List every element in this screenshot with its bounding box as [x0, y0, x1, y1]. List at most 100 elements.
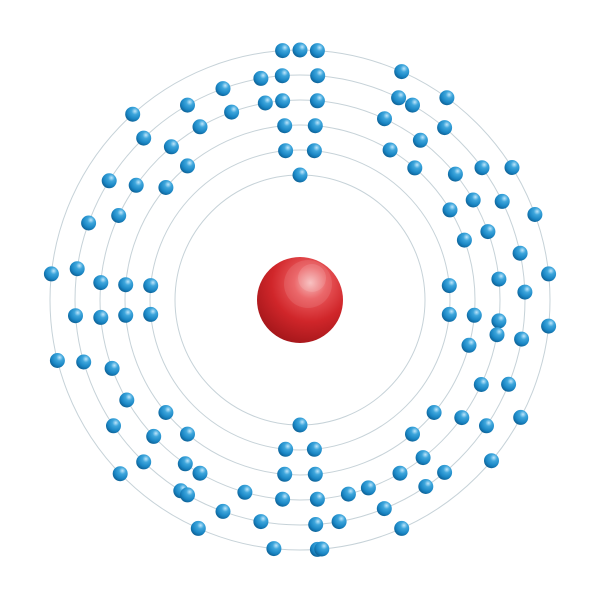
electron-shell-4-28 — [257, 95, 273, 111]
electron-shell-4-4 — [412, 132, 428, 148]
electron-shell-4-18 — [146, 428, 162, 444]
electron-shell-6-8 — [541, 318, 557, 334]
electron-shell-6-18 — [125, 106, 141, 122]
electrons — [43, 42, 557, 557]
electron-shell-5-15 — [308, 517, 324, 532]
electron-shell-5-19 — [136, 454, 152, 470]
nucleus — [257, 257, 343, 343]
electron-shell-5-8 — [517, 284, 533, 300]
electron-shell-5-2 — [310, 68, 326, 84]
electron-shell-4-30 — [192, 465, 208, 481]
electron-shell-5-13 — [376, 501, 392, 517]
electron-shell-2-2 — [306, 143, 322, 159]
electron-shell-3-16 — [118, 277, 134, 293]
electron-shell-3-3 — [382, 142, 398, 158]
electron-shell-5-24 — [81, 215, 97, 231]
electron-shell-2-5 — [306, 441, 322, 457]
electron-shell-2-8 — [143, 278, 159, 294]
shell-ring-5 — [74, 74, 526, 526]
electron-shell-5-17 — [215, 503, 231, 519]
electron-shell-3-6 — [456, 232, 472, 248]
electron-shell-1-1 — [292, 167, 308, 183]
electron-shell-4-14 — [309, 491, 325, 507]
electron-shell-4-15 — [275, 491, 291, 507]
electron-shell-1-2 — [292, 417, 308, 433]
electron-shell-6-14 — [190, 520, 206, 536]
electron-shell-5-30 — [405, 97, 420, 113]
electron-shell-5-16 — [253, 514, 269, 530]
electron-shell-6-3 — [394, 64, 410, 80]
electron-shell-5-27 — [180, 97, 195, 113]
electron-shell-5-29 — [253, 70, 269, 86]
electron-shell-5-22 — [68, 308, 83, 324]
electron-shell-3-13 — [180, 426, 195, 442]
electron-shell-4-10 — [454, 410, 470, 426]
electron-shell-2-3 — [441, 278, 457, 294]
electron-shell-4-9 — [473, 377, 489, 392]
shell-ring-4 — [99, 99, 501, 501]
electron-shell-6-13 — [266, 541, 282, 557]
electron-shell-4-11 — [415, 450, 431, 466]
electron-shell-3-14 — [158, 405, 174, 420]
electron-shell-3-8 — [461, 337, 477, 353]
electron-shell-5-10 — [501, 376, 517, 392]
electron-shell-4-6 — [480, 224, 496, 240]
electron-shell-5-5 — [474, 160, 490, 176]
electron-shell-5-11 — [479, 418, 494, 434]
electron-shell-4-17 — [177, 456, 193, 472]
electron-shell-6-11 — [394, 520, 410, 536]
electron-shell-6-15 — [112, 466, 128, 482]
electron-shell-5-28 — [215, 81, 231, 97]
electron-shell-5-9 — [514, 331, 530, 347]
electron-shell-3-11 — [307, 466, 323, 482]
electron-shell-4-12 — [392, 465, 408, 481]
electron-shell-4-26 — [192, 119, 208, 135]
shell-ring-3 — [124, 124, 476, 476]
electron-shell-3-7 — [466, 307, 482, 323]
electron-shell-4-20 — [104, 360, 120, 376]
electron-shell-5-23 — [69, 261, 85, 277]
electron-shell-6-2 — [309, 43, 325, 59]
electron-shell-7-1 — [292, 42, 308, 58]
electron-shell-4-24 — [128, 177, 144, 193]
electron-shell-4-25 — [163, 139, 179, 155]
electron-shell-3-15 — [118, 307, 134, 323]
electron-shell-4-7 — [491, 271, 507, 287]
electron-shell-7-2 — [314, 541, 330, 557]
electron-shell-4-31 — [465, 192, 481, 208]
electron-shell-5-12 — [418, 479, 434, 494]
electron-shell-2-1 — [278, 143, 294, 159]
electron-shell-3-4 — [407, 160, 423, 176]
electron-shell-5-7 — [512, 245, 528, 261]
electron-shell-6-16 — [49, 353, 65, 368]
electron-shell-4-8 — [491, 313, 507, 329]
electron-shell-4-1 — [275, 93, 291, 109]
electron-shell-6-10 — [484, 453, 499, 469]
electron-shell-6-9 — [513, 409, 529, 425]
electron-shell-6-17 — [43, 266, 59, 282]
electron-shell-5-32 — [437, 464, 453, 480]
electron-shell-4-21 — [93, 309, 109, 325]
electron-shell-2-7 — [143, 306, 159, 322]
electron-shell-4-22 — [93, 275, 109, 291]
electron-shell-4-13 — [340, 486, 356, 502]
electron-shell-4-3 — [377, 111, 392, 127]
electron-shell-2-6 — [278, 441, 294, 457]
electron-shell-5-20 — [106, 418, 121, 434]
electron-shell-3-17 — [158, 180, 174, 195]
electron-shell-3-18 — [180, 158, 195, 174]
electron-shell-5-21 — [76, 354, 92, 370]
electron-shell-5-3 — [391, 90, 407, 106]
electron-shell-3-9 — [426, 405, 442, 420]
shell-ring-2 — [149, 149, 451, 451]
electron-shell-6-1 — [275, 43, 291, 59]
electron-shell-4-27 — [224, 104, 240, 120]
electron-shell-3-5 — [442, 202, 458, 218]
electron-shell-4-23 — [111, 208, 127, 223]
electron-shell-4-16 — [237, 484, 253, 500]
electron-shell-3-10 — [405, 426, 420, 442]
electron-shell-5-6 — [494, 193, 510, 209]
electron-shell-5-26 — [136, 130, 152, 146]
electron-shell-6-7 — [541, 266, 557, 282]
